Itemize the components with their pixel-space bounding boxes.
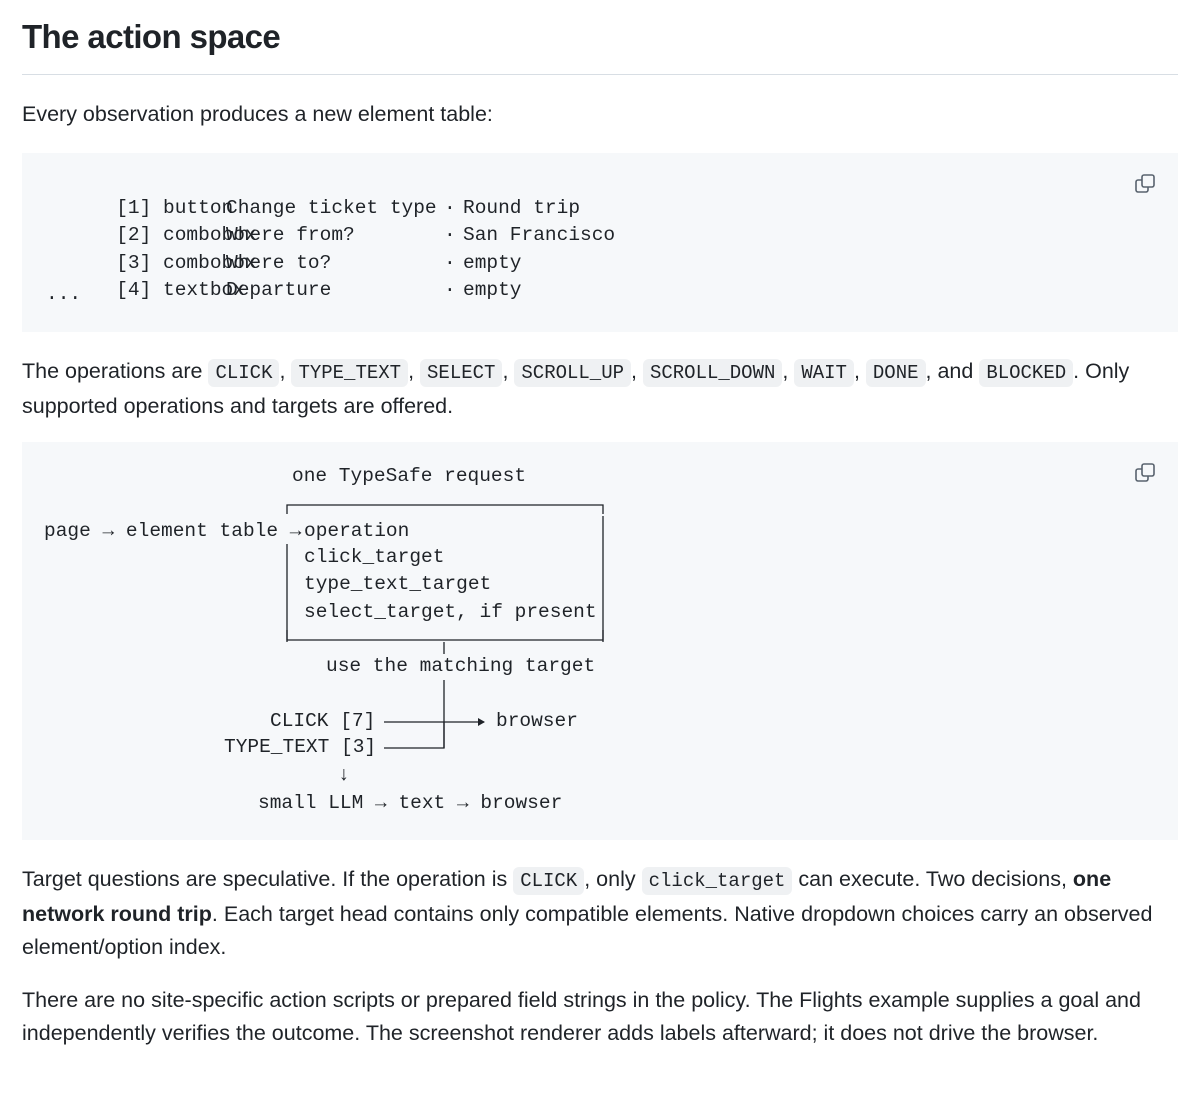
down-arrow-icon: ↓ <box>338 764 350 786</box>
heading-divider <box>22 74 1178 75</box>
diagram-page-label: page → element table → <box>44 520 302 542</box>
op-done: DONE <box>865 359 926 387</box>
arrow-icon: → <box>375 792 387 814</box>
type-text-label: TYPE_TEXT [3] <box>224 736 377 758</box>
small-llm-flow: small LLM → text → browser <box>258 792 563 814</box>
op-type-text: TYPE_TEXT <box>291 359 409 387</box>
code-click-target: click_target <box>641 867 793 895</box>
field-click-target: click_target <box>304 546 445 568</box>
intro-paragraph: Every observation produces a new element… <box>22 102 493 126</box>
op-blocked: BLOCKED <box>979 359 1074 387</box>
bold-round-trip: one network round trip <box>22 867 1112 926</box>
closing-paragraph: There are no site-specific action script… <box>22 988 1141 1045</box>
op-select: SELECT <box>420 359 503 387</box>
op-scroll-up: SCROLL_UP <box>514 359 632 387</box>
browser-label: browser <box>496 710 578 732</box>
op-wait: WAIT <box>794 359 854 387</box>
diagram-code-block: one TypeSafe request page → element tabl… <box>22 442 1178 840</box>
field-select-target: select_target, if present <box>304 601 597 623</box>
operations-paragraph: The operations are CLICK, TYPE_TEXT, SEL… <box>22 359 1130 418</box>
field-type-text-target: type_text_target <box>304 573 492 595</box>
diagram-title: one TypeSafe request <box>292 465 527 487</box>
copy-icon[interactable] <box>1134 173 1156 195</box>
arrow-icon: → <box>456 792 469 814</box>
use-matching-target-label: use the matching target <box>326 655 596 677</box>
click-label: CLICK [7] <box>270 710 376 732</box>
copy-icon[interactable] <box>1134 462 1156 484</box>
code-click: CLICK <box>513 867 585 895</box>
arrow-icon: → <box>102 520 115 542</box>
field-operation: operation <box>304 520 410 542</box>
section-heading: The action space <box>22 18 281 55</box>
arrow-icon: → <box>289 520 302 542</box>
flow-diagram-lines <box>286 504 604 749</box>
target-paragraph: Target questions are speculative. If the… <box>22 867 1153 959</box>
op-scroll-down: SCROLL_DOWN <box>642 359 783 387</box>
code-ellipsis: ... <box>46 283 82 305</box>
op-click: CLICK <box>208 359 280 387</box>
